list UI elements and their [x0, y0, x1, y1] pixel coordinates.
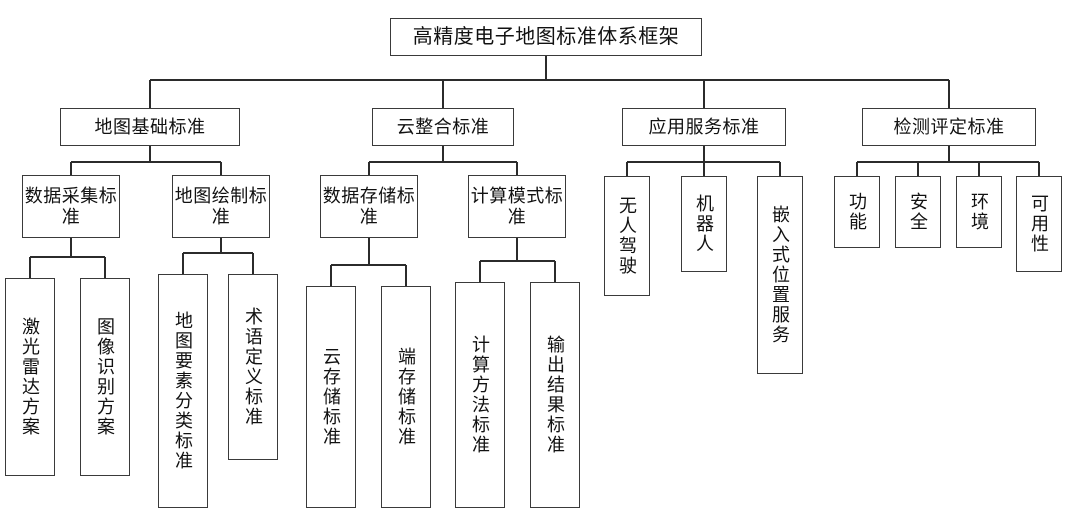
appservice-leaf-0[interactable]: 无人驾驶: [604, 176, 650, 296]
level3-node-1[interactable]: 地图绘制标准: [172, 175, 270, 238]
appservice-leaf-2[interactable]: 嵌入式位置服务: [757, 176, 803, 374]
appservice-leaf-1-label: 机器人: [694, 194, 714, 254]
level3-node-1-label: 地图绘制标准: [174, 186, 268, 227]
level3-node-0-label: 数据采集标准: [24, 186, 118, 227]
level4-node-4-label: 云存储标准: [321, 347, 341, 447]
level3-node-3-label: 计算模式标准: [470, 186, 564, 227]
level4-node-0[interactable]: 激光雷达方案: [5, 278, 55, 476]
evaluation-leaf-1[interactable]: 安全: [895, 176, 941, 248]
level4-node-1-label: 图像识别方案: [95, 317, 115, 437]
level4-node-4[interactable]: 云存储标准: [306, 286, 356, 508]
level4-node-6-label: 计算方法标准: [470, 335, 490, 455]
level2-node-2[interactable]: 应用服务标准: [622, 108, 786, 146]
level4-node-5-label: 端存储标准: [396, 347, 416, 447]
level3-node-0[interactable]: 数据采集标准: [22, 175, 120, 238]
level4-node-5[interactable]: 端存储标准: [381, 286, 431, 508]
level3-node-3[interactable]: 计算模式标准: [468, 175, 566, 238]
level4-node-6[interactable]: 计算方法标准: [455, 282, 505, 508]
level2-node-3-label: 检测评定标准: [893, 116, 1005, 137]
level4-node-2[interactable]: 地图要素分类标准: [158, 274, 208, 508]
appservice-leaf-0-label: 无人驾驶: [617, 196, 637, 276]
level3-node-2[interactable]: 数据存储标准: [320, 175, 418, 238]
level2-node-0-label: 地图基础标准: [94, 116, 206, 137]
appservice-leaf-2-label: 嵌入式位置服务: [770, 205, 790, 345]
level4-node-7[interactable]: 输出结果标准: [530, 282, 580, 508]
evaluation-leaf-3-label: 可用性: [1029, 194, 1049, 254]
evaluation-leaf-1-label: 安全: [908, 192, 928, 232]
root-node-label: 高精度电子地图标准体系框架: [412, 25, 680, 48]
evaluation-leaf-0-label: 功能: [847, 192, 867, 232]
level2-node-2-label: 应用服务标准: [648, 116, 760, 137]
root-node[interactable]: 高精度电子地图标准体系框架: [390, 18, 702, 56]
appservice-leaf-1[interactable]: 机器人: [681, 176, 727, 272]
level2-node-0[interactable]: 地图基础标准: [60, 108, 240, 146]
level3-node-2-label: 数据存储标准: [322, 186, 416, 227]
evaluation-leaf-0[interactable]: 功能: [834, 176, 880, 248]
level2-node-1[interactable]: 云整合标准: [372, 108, 514, 146]
level2-node-1-label: 云整合标准: [396, 116, 490, 137]
level4-node-2-label: 地图要素分类标准: [173, 311, 193, 471]
level4-node-3-label: 术语定义标准: [243, 307, 263, 427]
level4-node-0-label: 激光雷达方案: [20, 317, 40, 437]
evaluation-leaf-2-label: 环境: [969, 192, 989, 232]
evaluation-leaf-3[interactable]: 可用性: [1016, 176, 1062, 272]
level4-node-7-label: 输出结果标准: [545, 335, 565, 455]
level4-node-1[interactable]: 图像识别方案: [80, 278, 130, 476]
level4-node-3[interactable]: 术语定义标准: [228, 274, 278, 460]
evaluation-leaf-2[interactable]: 环境: [956, 176, 1002, 248]
level2-node-3[interactable]: 检测评定标准: [862, 108, 1036, 146]
